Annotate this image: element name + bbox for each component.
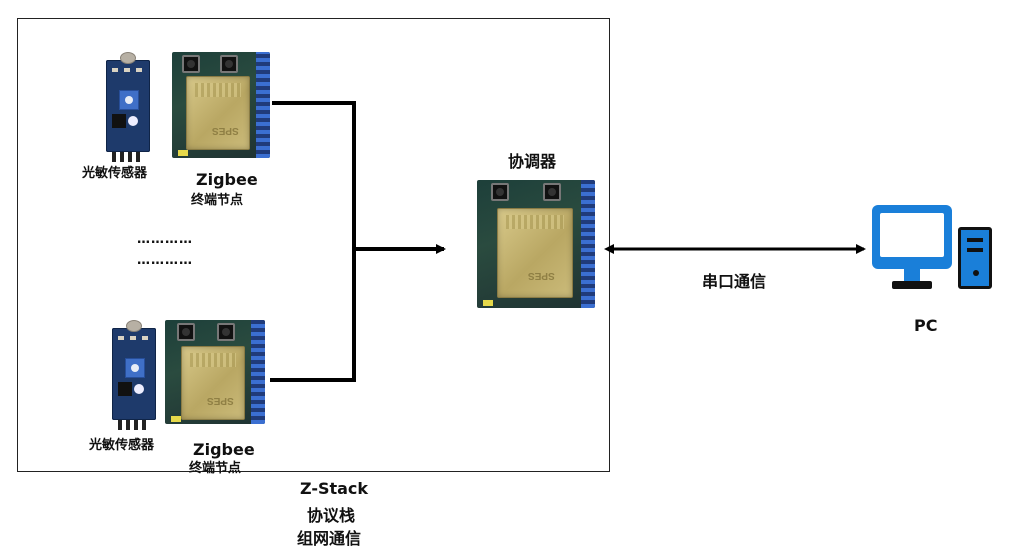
- smd-part: [124, 68, 130, 72]
- photoresistor-icon: [126, 320, 142, 332]
- smd-part: [142, 336, 148, 340]
- zigbee-end-node-board-top: SPES: [172, 52, 270, 158]
- button-icon: [220, 55, 238, 73]
- comparator-chip: [118, 382, 132, 396]
- zstack-line-2: 协议栈: [307, 506, 356, 525]
- zigbee-end-node-board-bottom: SPES: [165, 320, 265, 424]
- smd-part: [136, 68, 142, 72]
- connector-bottom-node: [270, 249, 356, 382]
- smd-part: [130, 336, 136, 340]
- tower-icon: [958, 227, 992, 289]
- zigbee-module: SPES: [497, 208, 573, 298]
- antenna-trace: [190, 353, 236, 367]
- mount-hole: [128, 116, 138, 126]
- pin-header: [581, 180, 595, 308]
- mount-hole: [134, 384, 144, 394]
- smd-part: [112, 68, 118, 72]
- drive-slot: [967, 238, 983, 242]
- monitor-base: [892, 281, 932, 289]
- coordinator-board: SPES: [477, 180, 595, 308]
- button-icon: [182, 55, 200, 73]
- monitor-icon: [872, 205, 952, 269]
- pin-header: [256, 52, 270, 158]
- drive-slot: [967, 248, 983, 252]
- potentiometer-icon: [119, 90, 139, 110]
- antenna-trace: [195, 83, 241, 97]
- smd-part: [118, 336, 124, 340]
- coordinator-label: 协调器: [508, 152, 557, 171]
- zigbee-label-top: Zigbee: [196, 170, 258, 189]
- button-icon: [177, 323, 195, 341]
- comparator-chip: [112, 114, 126, 128]
- button-icon: [543, 183, 561, 201]
- button-icon: [491, 183, 509, 201]
- pc-label: PC: [914, 316, 938, 335]
- header-pins: [118, 420, 150, 430]
- light-sensor-top: [106, 52, 150, 162]
- photoresistor-icon: [120, 52, 136, 64]
- ellipsis-line-2: …………: [137, 253, 193, 268]
- zigbee-module: SPES: [181, 346, 245, 420]
- ellipsis-line-1: …………: [137, 232, 193, 247]
- status-led: [171, 416, 181, 422]
- zigbee-module: SPES: [186, 76, 250, 150]
- antenna-trace: [506, 215, 564, 229]
- end-node-label-top: 终端节点: [191, 193, 244, 208]
- zigbee-label-bottom: Zigbee: [193, 440, 255, 459]
- status-led: [483, 300, 493, 306]
- monitor-stand: [904, 269, 920, 281]
- power-dot: [973, 270, 979, 276]
- potentiometer-icon: [125, 358, 145, 378]
- serial-comm-label: 串口通信: [702, 272, 767, 291]
- sensor-label-top: 光敏传感器: [82, 166, 148, 181]
- zstack-line-1: Z-Stack: [300, 479, 369, 498]
- pin-header: [251, 320, 265, 424]
- status-led: [178, 150, 188, 156]
- end-node-label-bottom: 终端节点: [189, 461, 242, 476]
- pc-icon: [872, 205, 992, 291]
- light-sensor-bottom: [112, 320, 156, 430]
- monitor-screen: [880, 213, 944, 257]
- zstack-line-3: 组网通信: [297, 529, 362, 548]
- header-pins: [112, 152, 144, 162]
- connector-top-node: [272, 101, 356, 249]
- sensor-label-bottom: 光敏传感器: [89, 438, 155, 453]
- button-icon: [217, 323, 235, 341]
